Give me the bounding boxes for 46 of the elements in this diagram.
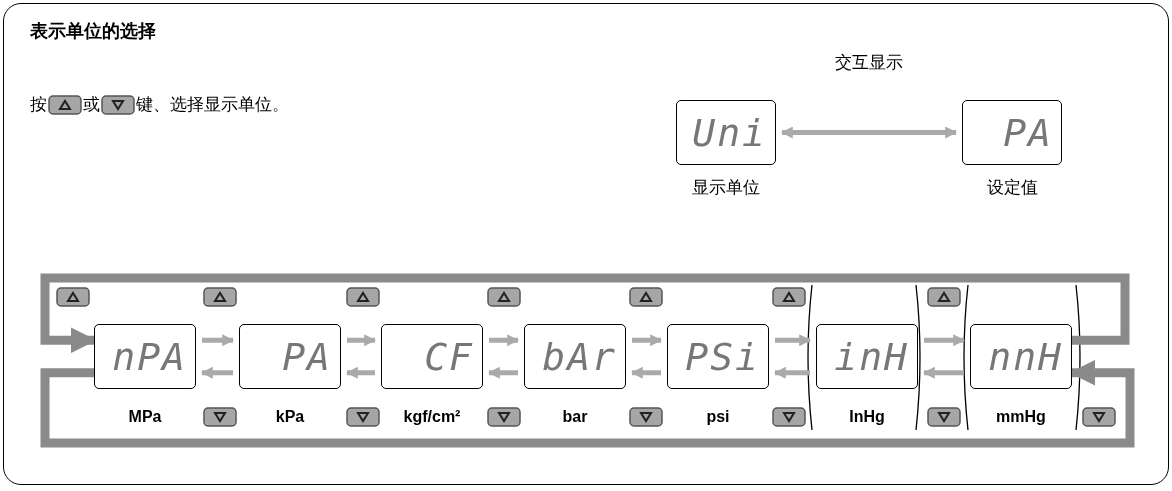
arrow bbox=[200, 366, 233, 379]
display-reading: bAr bbox=[542, 337, 617, 376]
unit-label: mmHg bbox=[996, 407, 1046, 427]
unit-label: kPa bbox=[275, 407, 305, 427]
display-reading: CF bbox=[424, 337, 474, 376]
display-reading: nPA bbox=[112, 337, 187, 376]
arrow bbox=[347, 334, 377, 347]
lcd-display bbox=[524, 324, 626, 389]
lcd-display bbox=[667, 324, 769, 389]
lcd-display bbox=[970, 324, 1072, 389]
arrow bbox=[773, 366, 810, 379]
arrow bbox=[489, 334, 520, 347]
arrow bbox=[780, 126, 958, 139]
display-reading: PA bbox=[282, 337, 332, 376]
instruction-text: 键、选择显示单位。 bbox=[136, 94, 289, 116]
display-reading: PA bbox=[1003, 113, 1053, 152]
unit-label: MPa bbox=[128, 407, 162, 427]
arrow bbox=[630, 366, 661, 379]
unit-label: InHg bbox=[849, 407, 885, 427]
arrow bbox=[202, 334, 235, 347]
arrow bbox=[632, 334, 663, 347]
arrow bbox=[40, 273, 1130, 354]
unit-label: 设定值 bbox=[986, 177, 1038, 199]
lcd-display bbox=[962, 100, 1062, 165]
lcd-display bbox=[676, 100, 776, 165]
display-reading: inH bbox=[834, 337, 909, 376]
display-reading: Uni bbox=[692, 113, 767, 152]
unit-label: 显示单位 bbox=[692, 177, 760, 199]
instruction-text: 或 bbox=[83, 94, 100, 116]
title: 表示单位的选择 bbox=[30, 20, 156, 43]
arrow bbox=[924, 334, 966, 347]
lcd-display bbox=[239, 324, 341, 389]
arrow bbox=[922, 366, 964, 379]
instruction-text: 按 bbox=[30, 94, 47, 116]
arrow bbox=[345, 366, 375, 379]
lcd-display bbox=[94, 324, 196, 389]
lcd-display bbox=[381, 324, 483, 389]
unit-label: psi bbox=[706, 407, 730, 427]
arrow bbox=[775, 334, 812, 347]
arrow bbox=[40, 359, 1135, 448]
unit-label: kgf/cm² bbox=[403, 407, 461, 427]
lcd-display bbox=[816, 324, 918, 389]
arrow bbox=[487, 366, 518, 379]
display-reading: PSi bbox=[685, 337, 760, 376]
display-reading: nnH bbox=[988, 337, 1063, 376]
unit-label: bar bbox=[562, 407, 588, 427]
